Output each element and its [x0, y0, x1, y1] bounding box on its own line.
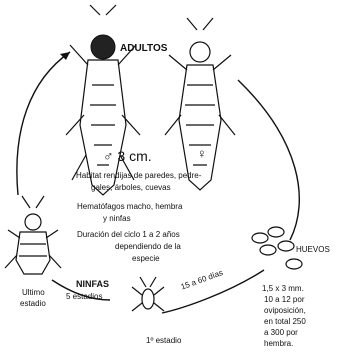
- label-male-size: ♂ 3 cm.: [103, 149, 152, 164]
- last-instar-nymph-icon: [5, 196, 61, 274]
- label-hemato-1: Hematófagos macho, hembra: [77, 203, 182, 211]
- label-huevos-per: a 300 por: [264, 329, 298, 337]
- eggs-icon: [252, 227, 302, 269]
- label-duracion-2: dependiendo de la: [115, 243, 181, 251]
- female-adult-bug-icon: [165, 18, 235, 190]
- label-huevos-hembra: hembra.: [264, 340, 293, 348]
- label-female-symbol: ♀: [197, 147, 207, 161]
- label-ninfas: NINFAS: [76, 280, 109, 289]
- first-instar-nymph-icon: [132, 277, 164, 311]
- arrow-adults-to-eggs: [238, 80, 299, 240]
- label-huevos-size: 1,5 x 3 mm.: [262, 285, 304, 293]
- label-huevos-total: en total 250: [264, 318, 306, 326]
- label-hemato-2: y ninfas: [103, 215, 131, 223]
- label-adultos: ADULTOS: [120, 44, 167, 55]
- label-huevos: HUEVOS: [296, 246, 330, 254]
- arrow-last-instar-to-adults: [17, 52, 70, 195]
- label-habitat-1: Habitat rendijas de paredes, pedre-: [76, 172, 201, 180]
- label-duracion-3: especie: [132, 255, 160, 263]
- label-huevos-count: 10 a 12 por: [264, 296, 304, 304]
- label-duracion-1: Duración del ciclo 1 a 2 años: [77, 231, 180, 239]
- label-last-instar-1: Ultimo: [22, 289, 45, 297]
- label-five-instars: 5 estadios: [66, 293, 102, 301]
- label-first-instar: 1º estadio: [146, 337, 181, 345]
- male-adult-bug-icon: [66, 5, 140, 195]
- label-last-instar-2: estadio: [20, 300, 46, 308]
- label-huevos-oviposicion: oviposición,: [264, 307, 306, 315]
- label-habitat-2: gales, árboles, cuevas: [91, 184, 171, 192]
